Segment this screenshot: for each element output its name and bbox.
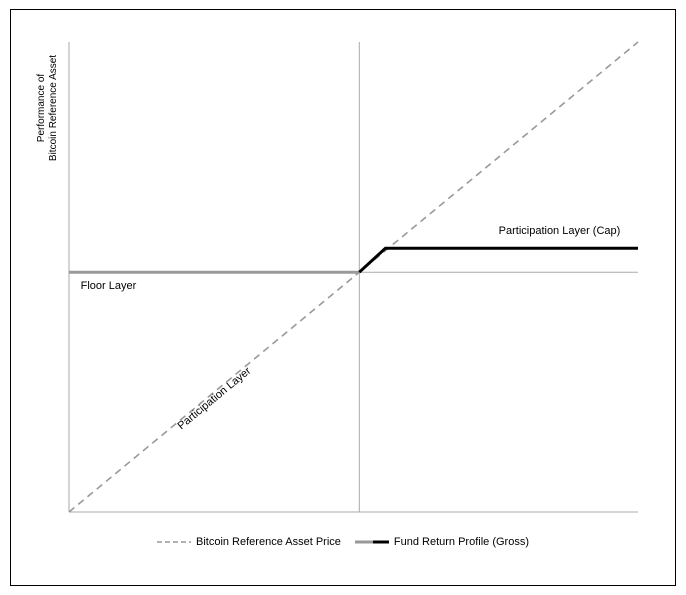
series-fund-return-cap-segment <box>358 246 638 274</box>
annotation-participation-layer: Participation Layer <box>175 365 253 432</box>
legend-label-reference-price: Bitcoin Reference Asset Price <box>195 536 341 548</box>
annotation-participation-cap: Participation Layer (Cap) <box>499 225 621 237</box>
y-axis-title-line2: Bitcoin Reference Asset <box>48 54 59 162</box>
y-axis-title-line1: Performance of <box>36 73 47 143</box>
series-reference-price-line <box>68 41 639 513</box>
legend-item-reference-price: Bitcoin Reference Asset Price <box>156 536 341 548</box>
legend-item-fund-return: Fund Return Profile (Gross) <box>354 536 529 548</box>
annotation-floor-layer: Floor Layer <box>81 280 137 292</box>
legend-swatch-dashed <box>156 541 191 543</box>
legend-label-fund-return: Fund Return Profile (Gross) <box>393 536 529 548</box>
legend: Bitcoin Reference Asset Price Fund Retur… <box>0 536 686 548</box>
y-axis-title: Performance of Bitcoin Reference Asset <box>36 28 60 188</box>
legend-swatch-solid <box>354 540 389 544</box>
chart-frame <box>10 9 676 586</box>
